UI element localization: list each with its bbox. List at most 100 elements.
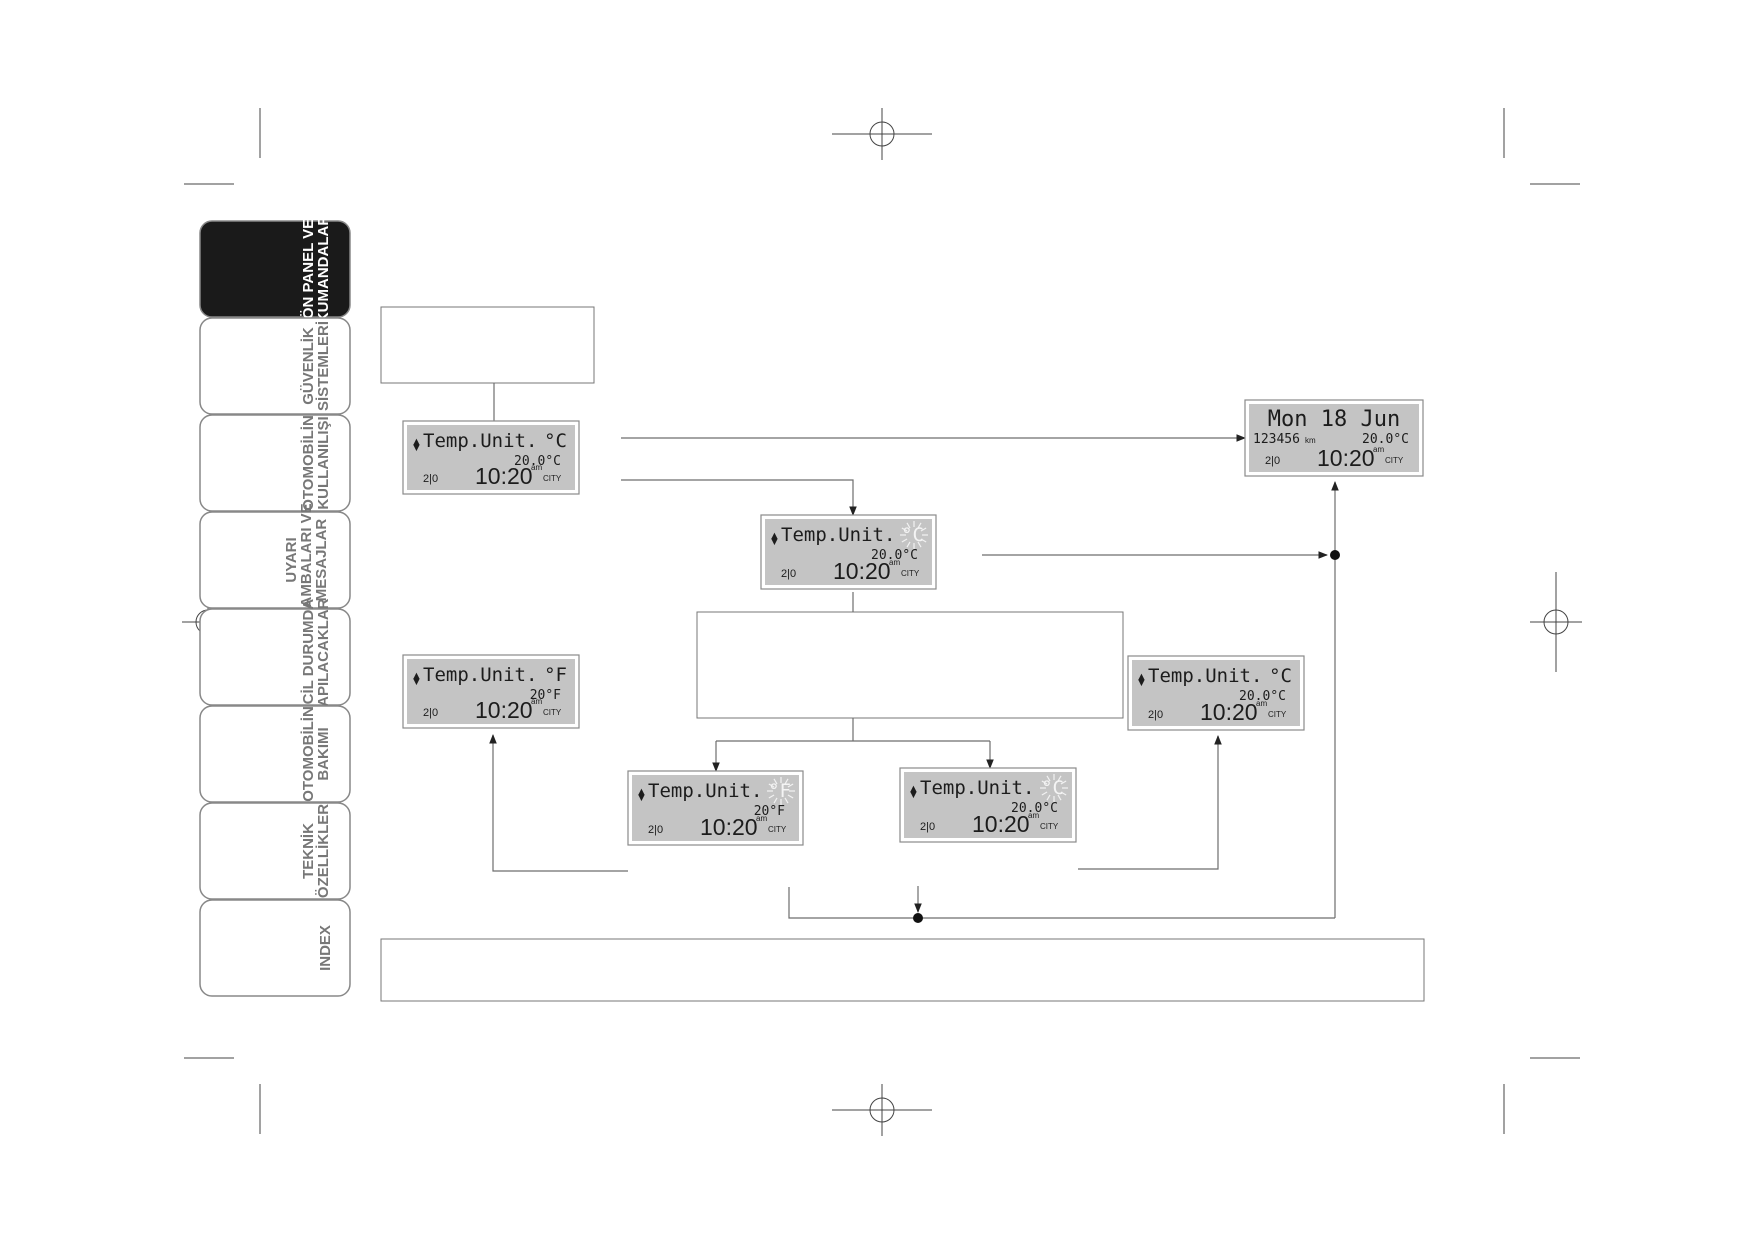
lcd-unit-value: °C xyxy=(901,524,924,546)
section-tab-label: OTOMOBİLİNKULLANILIŞI xyxy=(300,415,332,511)
updown-arrows-icon: ▲ xyxy=(908,783,919,795)
section-tab-label: TEKNİKÖZELLİKLER xyxy=(300,804,332,898)
section-tab-1[interactable]: ÖN PANEL VEKUMANDALAR xyxy=(199,215,351,323)
section-tab-line: ÖN PANEL VE xyxy=(300,219,317,319)
section-tab-4[interactable]: UYARILAMBALARI VEMESAJLAR xyxy=(199,503,351,617)
section-tab-line: ACİL DURUMDA xyxy=(300,599,317,716)
registration-mark-top xyxy=(832,108,932,160)
section-tab-shape xyxy=(199,802,351,900)
section-tab-line: SİSTEMLERİ xyxy=(315,321,332,411)
section-tab-line: OTOMOBİLİN xyxy=(300,706,317,802)
section-tab-line: TEKNİK xyxy=(300,823,317,879)
lcd-menu-label: Temp.Unit. xyxy=(1148,665,1262,687)
section-tab-label: ÖN PANEL VEKUMANDALAR xyxy=(300,215,332,323)
lcd-clock: 10:20 xyxy=(1317,445,1375,471)
trip-icon: 2|0 xyxy=(423,473,438,485)
connectors xyxy=(489,383,1339,919)
lcd-clock: 10:20 xyxy=(700,814,758,840)
section-tab-7[interactable]: TEKNİKÖZELLİKLER xyxy=(199,802,351,900)
lcd-drive-mode: CITY xyxy=(1385,456,1404,465)
section-tab-line: MESAJLAR xyxy=(313,519,330,602)
lcd-clock: 10:20 xyxy=(475,463,533,489)
section-tab-shape xyxy=(199,899,351,997)
lcd-drive-mode: CITY xyxy=(1040,822,1059,831)
lcd-ampm: am xyxy=(531,463,542,472)
lcd-screen xyxy=(407,659,575,724)
lcd-ampm: am xyxy=(1028,811,1039,820)
lcd-ampm: am xyxy=(1256,699,1267,708)
section-tab-8[interactable]: INDEX xyxy=(199,899,351,997)
updown-arrows-icon-lower: ▼ xyxy=(411,676,422,688)
lcd-drive-mode: CITY xyxy=(543,474,562,483)
lcd-ampm: am xyxy=(1373,445,1384,454)
lcd-temperature: 20.0°C xyxy=(871,548,918,563)
section-tab-line: OTOMOBİLİN xyxy=(300,415,317,511)
updown-arrows-icon: ▲ xyxy=(769,530,780,542)
updown-arrows-icon: ▲ xyxy=(636,786,647,798)
caption-box-bottom xyxy=(380,938,1425,1002)
blink-indicator xyxy=(1040,774,1068,802)
lcd-temperature: 20°F xyxy=(530,688,561,703)
section-tab-shape xyxy=(199,511,351,609)
junction-dot-bottom xyxy=(913,913,923,923)
section-tab-label: GÜVENLİKSİSTEMLERİ xyxy=(300,321,332,411)
lcd-drive-mode: CITY xyxy=(1268,710,1287,719)
section-tabs: ÖN PANEL VEKUMANDALARGÜVENLİKSİSTEMLERİO… xyxy=(199,215,351,997)
lcd-ampm: am xyxy=(889,558,900,567)
section-tab-line: YAPILACAKLAR xyxy=(315,598,332,715)
lcd-menu-label: Temp.Unit. xyxy=(781,524,895,546)
updown-arrows-icon-lower: ▼ xyxy=(769,536,780,548)
crop-marks xyxy=(184,108,1580,1134)
registration-mark-bottom xyxy=(832,1084,932,1136)
lcd-menu-label: Temp.Unit. xyxy=(423,664,537,686)
lcd-ampm: am xyxy=(756,814,767,823)
section-tab-line: KULLANILIŞI xyxy=(315,416,332,509)
lcd-unit-value: °C xyxy=(544,430,567,452)
lcd-ampm: am xyxy=(531,697,542,706)
lcd-menu-label: Temp.Unit. xyxy=(648,780,762,802)
section-tab-6[interactable]: OTOMOBİLİNBAKIMI xyxy=(199,705,351,803)
updown-arrows-icon: ▲ xyxy=(411,670,422,682)
blink-indicator xyxy=(767,777,795,805)
junction-dot-right xyxy=(1330,550,1340,560)
trip-icon: 2|0 xyxy=(648,824,663,836)
updown-arrows-icon: ▲ xyxy=(411,436,422,448)
section-tab-line: LAMBALARI VE xyxy=(298,503,315,616)
lcd-temperature: 20.0°C xyxy=(514,454,561,469)
updown-arrows-icon-lower: ▼ xyxy=(411,442,422,454)
lcd-unit-value: °F xyxy=(544,664,567,686)
section-tab-2[interactable]: GÜVENLİKSİSTEMLERİ xyxy=(199,317,351,415)
lcd-drive-mode: CITY xyxy=(768,825,787,834)
updown-arrows-icon-lower: ▼ xyxy=(908,789,919,801)
section-tab-3[interactable]: OTOMOBİLİNKULLANILIŞI xyxy=(199,414,351,512)
section-tab-shape xyxy=(199,220,351,318)
section-tab-shape xyxy=(199,317,351,415)
trip-icon: 2|0 xyxy=(1148,709,1163,721)
updown-arrows-icon-lower: ▼ xyxy=(1136,677,1147,689)
section-tab-label: OTOMOBİLİNBAKIMI xyxy=(300,706,332,802)
lcd-drive-mode: CITY xyxy=(543,708,562,717)
registration-mark-right xyxy=(1530,572,1582,672)
lcd-clock: 10:20 xyxy=(1200,699,1258,725)
trip-icon: 2|0 xyxy=(781,568,796,580)
caption-box-top xyxy=(380,306,595,384)
lcd-clock: 10:20 xyxy=(833,558,891,584)
lcd-screen xyxy=(904,772,1072,838)
section-tab-5[interactable]: ACİL DURUMDAYAPILACAKLAR xyxy=(199,598,351,716)
section-tab-line: KUMANDALAR xyxy=(315,215,332,323)
caption-box-middle xyxy=(696,611,1124,719)
lcd-menu-label: Temp.Unit. xyxy=(920,777,1034,799)
section-tab-line: GÜVENLİK xyxy=(300,327,317,405)
section-tab-line: ÖZELLİKLER xyxy=(315,804,332,898)
section-tab-shape xyxy=(199,608,351,706)
lcd-temperature: 20.0°C xyxy=(1011,801,1058,816)
lcd-drive-mode: CITY xyxy=(901,569,920,578)
lcd-clock: 10:20 xyxy=(475,697,533,723)
blink-indicator xyxy=(900,521,928,549)
